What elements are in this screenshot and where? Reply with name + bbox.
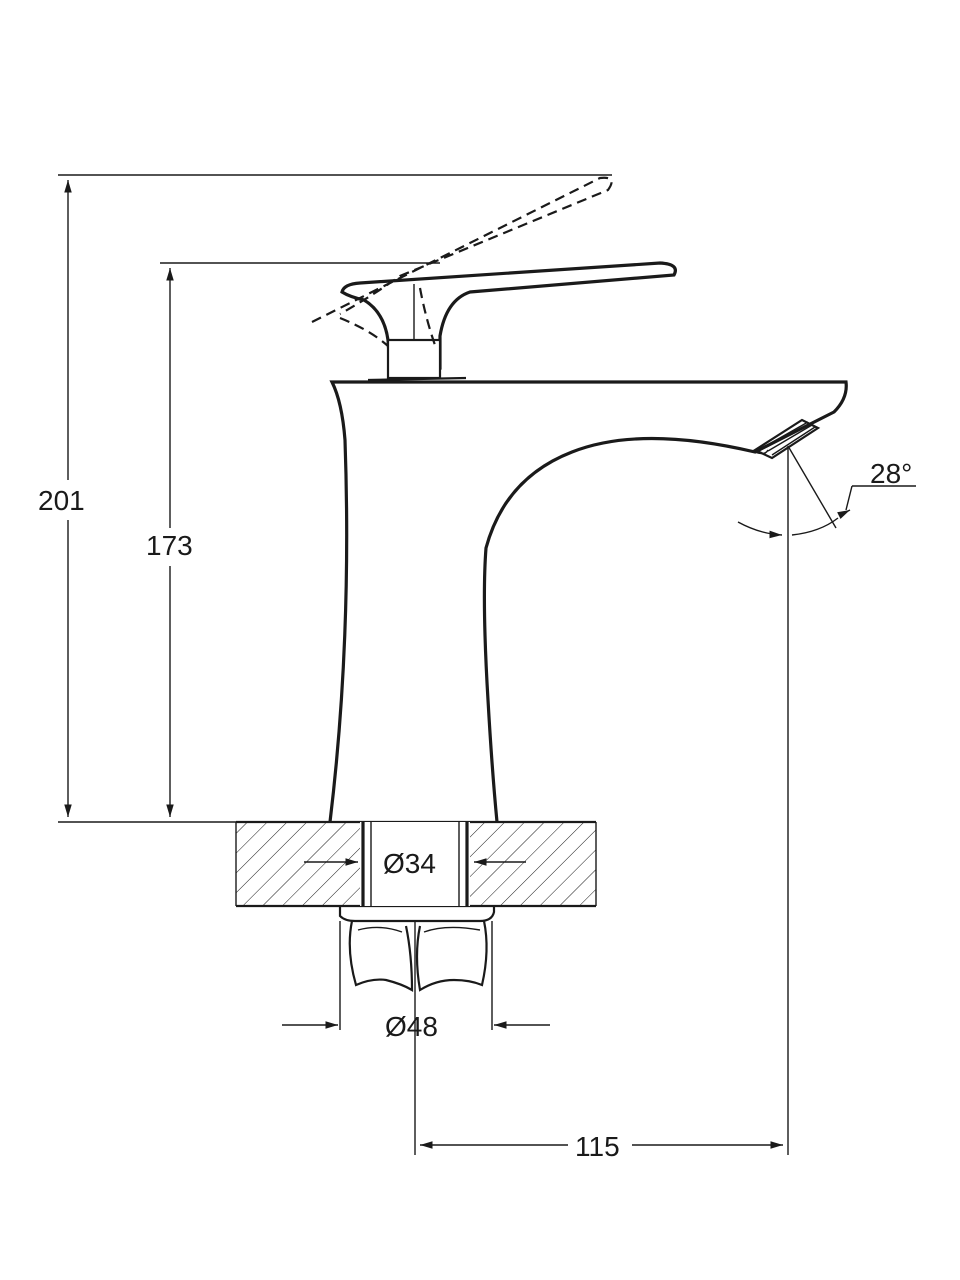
body-height-dimension: 173	[146, 262, 440, 817]
body-height-label: 173	[146, 530, 193, 561]
nut-diameter-dimension: Ø48	[282, 1011, 550, 1042]
hole-diameter-label: Ø34	[383, 848, 436, 879]
spout-reach-label: 115	[575, 1131, 620, 1162]
countertop-section	[235, 820, 597, 908]
handle-lever-raised	[311, 176, 613, 349]
nut-diameter-label: Ø48	[385, 1011, 438, 1042]
mounting-shank	[360, 822, 470, 906]
faucet-body	[328, 380, 848, 823]
mounting-nut	[338, 906, 496, 1030]
overall-height-label: 201	[38, 485, 85, 516]
spout-angle-dimension: 28°	[737, 445, 916, 539]
hole-diameter-dimension: Ø34	[304, 848, 526, 879]
spout-angle-label: 28°	[870, 458, 912, 489]
overall-height-dimension: 201	[38, 174, 612, 823]
aerator	[752, 418, 821, 460]
spout-reach-dimension: 115	[414, 446, 789, 1162]
